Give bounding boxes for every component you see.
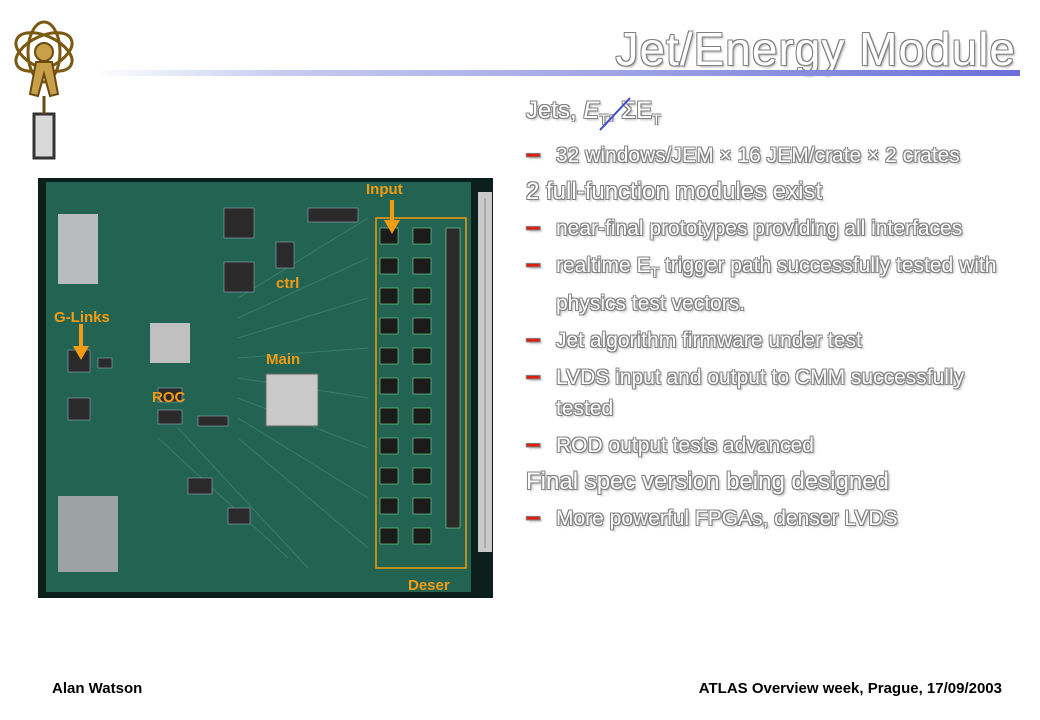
atlas-logo <box>14 20 74 160</box>
photo-label-ctrl: ctrl <box>276 275 299 292</box>
photo-label-deser: Deser <box>408 577 450 594</box>
bullet-realtime: – realtime ET trigger path successfully … <box>526 247 997 315</box>
photo-label-glinks: G-Links <box>54 309 110 326</box>
strike-icon <box>599 97 631 131</box>
bullet-modules-exist: 2 full-function modules exist <box>526 177 823 205</box>
dash-icon: – <box>526 137 541 168</box>
bullet-jet-algo: – Jet algorithm firmware under test <box>526 322 862 353</box>
bullet-lvds: – LVDS input and output to CMM successfu… <box>526 359 965 420</box>
jets-prefix: Jets, <box>526 97 584 124</box>
bullet-jets: Jets, ET, ΣET <box>526 96 1006 134</box>
bullet-final-spec: Final spec version being designed <box>526 467 889 495</box>
et-symbol: ET <box>583 97 608 127</box>
bullet-rod: – ROD output tests advanced <box>526 427 814 458</box>
bullet-fpgas: – More powerful FPGAs, denser LVDS <box>526 500 898 531</box>
dash-icon: – <box>526 427 541 458</box>
photo-label-input: Input <box>366 181 403 198</box>
footer-event: ATLAS Overview week, Prague, 17/09/2003 <box>698 680 1002 697</box>
photo-label-roc: ROC <box>152 389 186 406</box>
photo-label-main: Main <box>266 351 300 368</box>
slide-content: Jets, ET, ΣET – 32 windows/JEM × 16 JEM/… <box>526 96 1006 540</box>
dash-icon: – <box>526 247 541 278</box>
slide-title: Jet/Energy Module <box>615 23 1016 75</box>
sum-et-symbol: , ΣET <box>607 97 661 127</box>
jem-board-photo: Input ctrl G-Links Main ROC Deser <box>38 178 493 598</box>
dash-icon: – <box>526 359 541 390</box>
dash-icon: – <box>526 500 541 531</box>
footer-author: Alan Watson <box>52 680 143 697</box>
title-rule <box>92 70 1020 76</box>
dash-icon: – <box>526 322 541 353</box>
dash-icon: – <box>526 210 541 241</box>
bullet-near-final: – near-final prototypes providing all in… <box>526 210 963 241</box>
bullet-windows: – 32 windows/JEM × 16 JEM/crate × 2 crat… <box>526 137 960 168</box>
